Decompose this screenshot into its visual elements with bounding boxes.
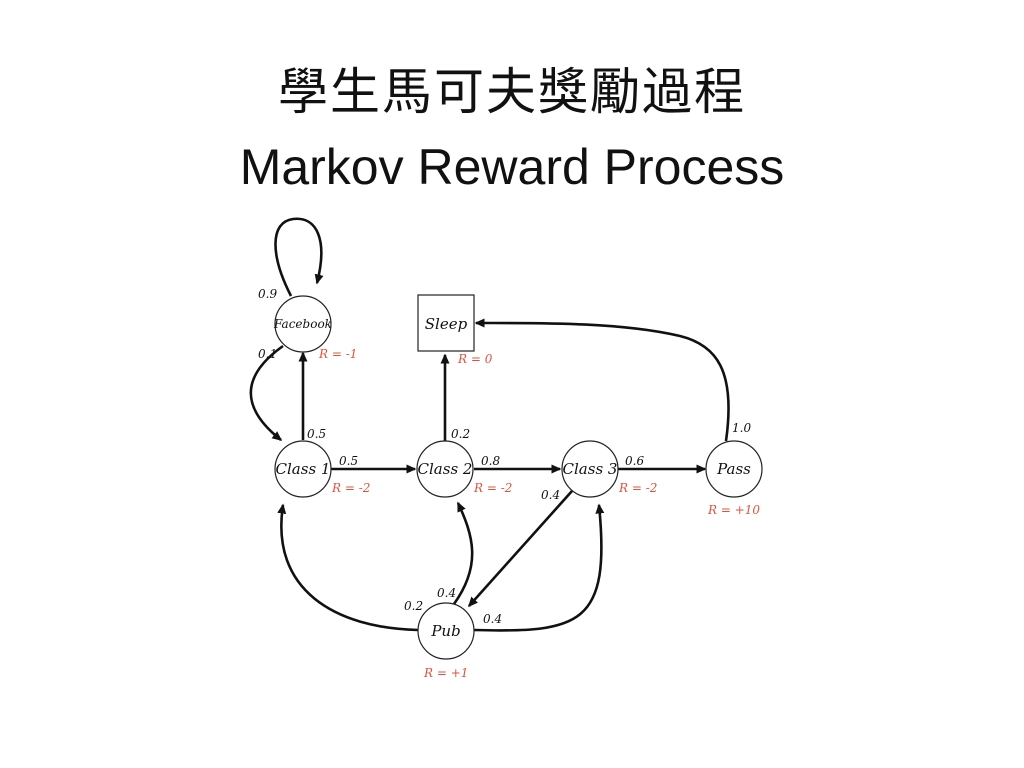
title-chinese: 學生馬可夫獎勵過程	[278, 63, 746, 121]
node-facebook-label: Facebook	[273, 317, 332, 331]
prob-class2-class3: 0.8	[481, 454, 500, 468]
edge-pub-class2	[452, 501, 474, 605]
node-sleep: Sleep	[417, 294, 475, 352]
node-class2: Class 2	[416, 440, 474, 498]
reward-pub: R = +1	[423, 666, 468, 680]
prob-pub-class1: 0.2	[404, 599, 423, 613]
edge-facebook-class1	[249, 344, 284, 442]
prob-class3-pub: 0.4	[541, 488, 560, 502]
node-class1: Class 1	[274, 440, 332, 498]
prob-pub-class3: 0.4	[483, 612, 502, 626]
node-class1-label: Class 1	[276, 460, 331, 478]
edge-pub-class3	[473, 503, 605, 632]
reward-facebook: R = -1	[318, 347, 357, 361]
reward-class2: R = -2	[473, 481, 512, 495]
prob-class3-pass: 0.6	[625, 454, 644, 468]
node-class2-label: Class 2	[418, 460, 473, 478]
reward-pass: R = +10	[707, 503, 760, 517]
node-pub-label: Pub	[430, 622, 460, 640]
reward-class3: R = -2	[618, 481, 657, 495]
node-sleep-label: Sleep	[425, 315, 468, 333]
prob-facebook-class1: 0.1	[258, 347, 277, 361]
node-pass: Pass	[705, 440, 763, 498]
edge-pub-class1	[277, 503, 419, 632]
edge-facebook-facebook	[274, 217, 324, 297]
title-english: Markov Reward Process	[239, 139, 785, 195]
prob-class1-class2: 0.5	[339, 454, 358, 468]
prob-class1-facebook: 0.5	[307, 427, 326, 441]
prob-pub-class2: 0.4	[437, 586, 456, 600]
node-class3: Class 3	[561, 440, 619, 498]
reward-class1: R = -2	[331, 481, 370, 495]
edge-pass-sleep	[474, 318, 730, 442]
edge-class3-pub	[467, 490, 573, 608]
node-pub: Pub	[417, 602, 475, 660]
node-class3-label: Class 3	[563, 460, 618, 478]
prob-class2-sleep: 0.2	[451, 427, 470, 441]
node-facebook: Facebook	[273, 295, 332, 353]
prob-pass-sleep: 1.0	[732, 421, 751, 435]
prob-facebook-facebook: 0.9	[258, 287, 277, 301]
node-pass-label: Pass	[716, 460, 751, 478]
reward-sleep: R = 0	[457, 352, 493, 366]
